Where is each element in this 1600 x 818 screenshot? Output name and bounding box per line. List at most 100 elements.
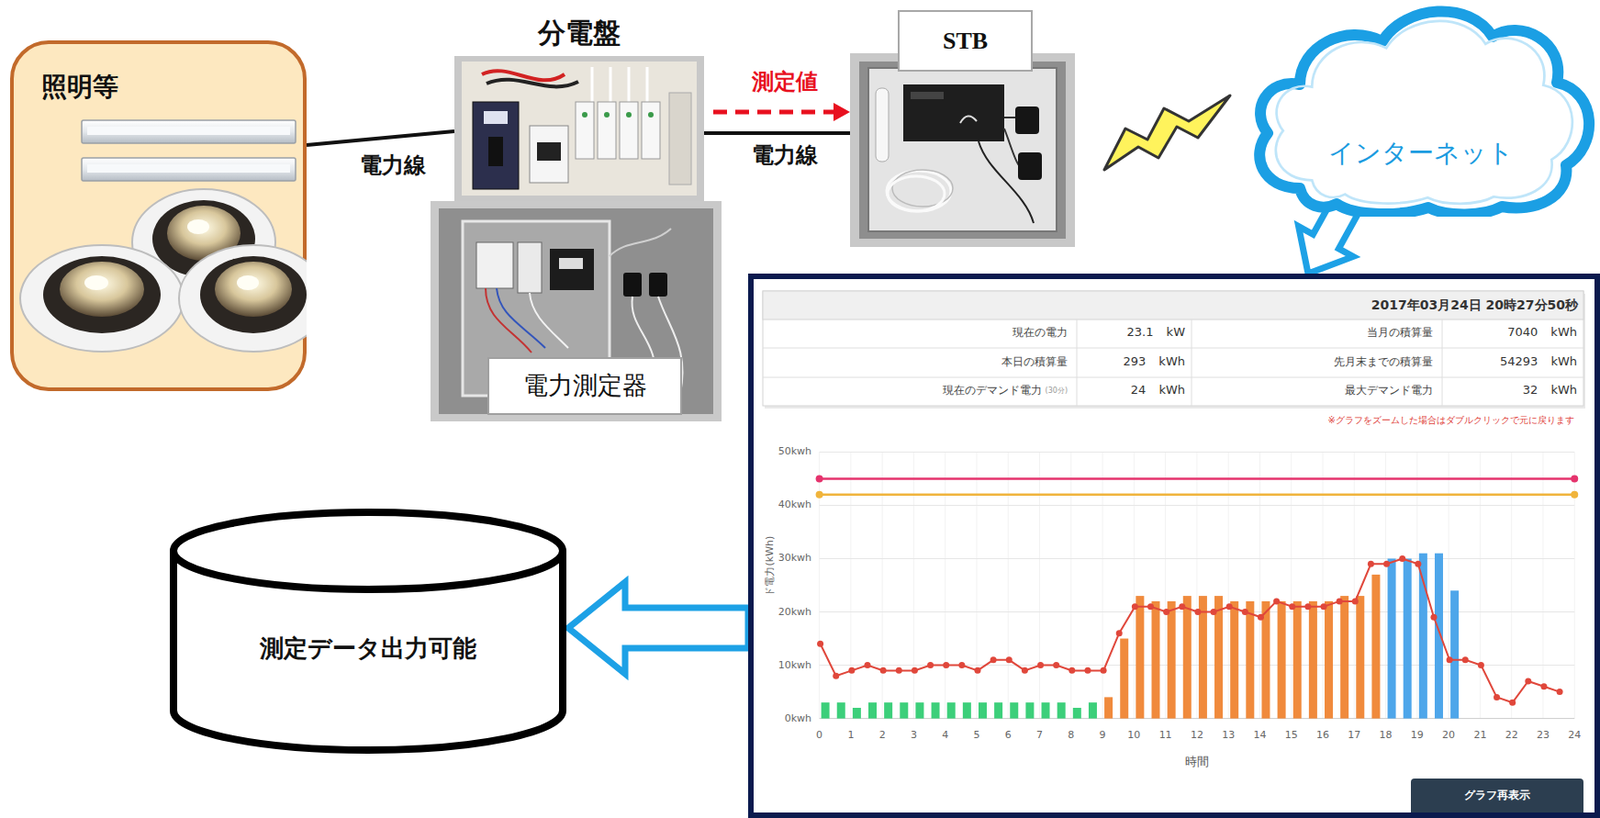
table-cell: 293 kWh	[1122, 354, 1186, 369]
limit-line	[819, 477, 1576, 481]
drawing-part	[483, 111, 508, 124]
y-axis-tick-holder: 40kwh	[747, 498, 812, 511]
drawing-part	[438, 208, 714, 414]
demand-bar	[1277, 601, 1287, 719]
limit-dot	[816, 491, 824, 499]
trend-point	[1288, 603, 1296, 610]
lighting-box: 照明等	[10, 40, 307, 392]
internet-cloud: インターネット	[1244, 0, 1599, 217]
drawing-part	[1275, 21, 1573, 204]
x-axis-tick: 21	[1473, 728, 1487, 741]
grid-line	[1510, 451, 1512, 718]
table-cell: 最大デマンド電力	[1344, 383, 1433, 397]
drawing-part	[179, 245, 307, 352]
trend-point	[864, 661, 872, 669]
grid-line	[1070, 451, 1072, 718]
x-axis-tick-holder: 19	[1398, 728, 1436, 741]
grid-line	[1228, 451, 1230, 718]
x-axis-tick-holder: 10	[1115, 728, 1153, 741]
drawing-part	[910, 91, 944, 100]
demand-bar	[1230, 601, 1239, 719]
grid-line	[819, 451, 1576, 453]
demand-bar	[1340, 595, 1349, 718]
grid-line	[850, 451, 851, 718]
edge-label-holder: 電力線	[328, 152, 458, 180]
x-axis-tick-holder: 18	[1367, 728, 1405, 741]
drawing-part	[592, 67, 648, 102]
drawing-part	[430, 201, 722, 422]
y-axis-tick: 0kwh	[784, 712, 812, 725]
table-cell-holder: 当月の積算量	[1157, 325, 1433, 339]
drawing-part	[461, 61, 697, 196]
drawing-part	[481, 70, 565, 80]
trend-point	[895, 667, 903, 674]
table-cell-holder: 本日の積算量	[792, 355, 1068, 369]
x-axis-tick: 16	[1316, 728, 1330, 741]
connector-line	[704, 131, 851, 135]
limit-dot	[816, 474, 824, 482]
demand-bar	[1214, 595, 1223, 718]
demand-bar	[1371, 574, 1380, 719]
trend-point	[1037, 661, 1044, 669]
x-axis-tick: 7	[1036, 728, 1043, 741]
demand-bar	[1009, 702, 1019, 718]
redraw-button: グラフ再表示	[1410, 778, 1584, 813]
grid-line	[1353, 451, 1355, 718]
drawing-part	[875, 88, 889, 162]
drawing-part	[1018, 152, 1042, 180]
x-axis-tick: 15	[1285, 728, 1298, 741]
demand-bar	[947, 702, 956, 718]
trend-point	[1304, 603, 1311, 610]
table-cell-holder: 24 kWh	[909, 382, 1186, 398]
y-axis-tick: 30kwh	[778, 551, 812, 564]
demand-bar	[852, 707, 862, 719]
x-axis-tick-holder: 21	[1461, 728, 1499, 741]
lightning-symbol	[1104, 95, 1231, 170]
drawing-part	[762, 319, 1584, 406]
x-axis-tick-holder: 15	[1273, 728, 1310, 741]
trend-point	[911, 667, 918, 674]
x-axis-tick: 23	[1536, 728, 1550, 741]
drawing-part	[454, 55, 705, 202]
x-axis-tick: 8	[1067, 728, 1075, 741]
trend-point	[1367, 560, 1375, 568]
board-title-holder: 分電盤	[454, 16, 705, 50]
drawing-part	[886, 170, 952, 212]
distribution-board: 分電盤	[454, 7, 705, 202]
x-axis-tick: 5	[973, 728, 980, 741]
trend-point	[1131, 603, 1139, 610]
demand-bar	[1245, 601, 1254, 719]
trend-point	[1524, 677, 1532, 684]
x-axis-tick-holder: 2	[863, 728, 901, 741]
x-axis-tick-holder: 17	[1335, 728, 1373, 741]
x-axis-tick-holder: 23	[1524, 728, 1562, 741]
cloud-shape	[1244, 0, 1599, 217]
trend-point	[1556, 688, 1564, 695]
button-text-holder: グラフ再表示	[1410, 778, 1584, 813]
x-axis-tick-holder: 13	[1209, 728, 1247, 741]
chart-note-holder: ※グラフをズームした場合はダブルクリックで元に戻ります	[1023, 414, 1575, 426]
drawing-part	[485, 288, 532, 353]
drawing-part	[496, 288, 546, 348]
stb-title-holder: STB	[897, 10, 1033, 72]
x-axis-tick-holder: 8	[1052, 728, 1090, 741]
demand-bar	[1403, 558, 1412, 718]
table-cell-holder: 最大デマンド電力	[1157, 383, 1433, 397]
table-cell-holder: 32 kWh	[1301, 382, 1578, 398]
drawing-part	[978, 141, 1034, 224]
drawing-part	[537, 142, 561, 161]
meter-title-holder: 電力測定器	[487, 357, 683, 415]
trend-point	[1163, 608, 1170, 616]
x-axis-tick: 17	[1347, 728, 1361, 741]
demand-bar	[821, 702, 830, 718]
drawing-part	[859, 61, 1066, 239]
x-axis-tick: 9	[1099, 728, 1107, 741]
trend-point	[927, 661, 934, 669]
demand-bar	[1355, 595, 1365, 718]
demand-bar	[1167, 601, 1176, 719]
edge-label: 電力線	[357, 152, 429, 179]
grid-line	[1007, 451, 1009, 718]
data-output-cylinder: 測定データ出力可能	[167, 506, 569, 756]
